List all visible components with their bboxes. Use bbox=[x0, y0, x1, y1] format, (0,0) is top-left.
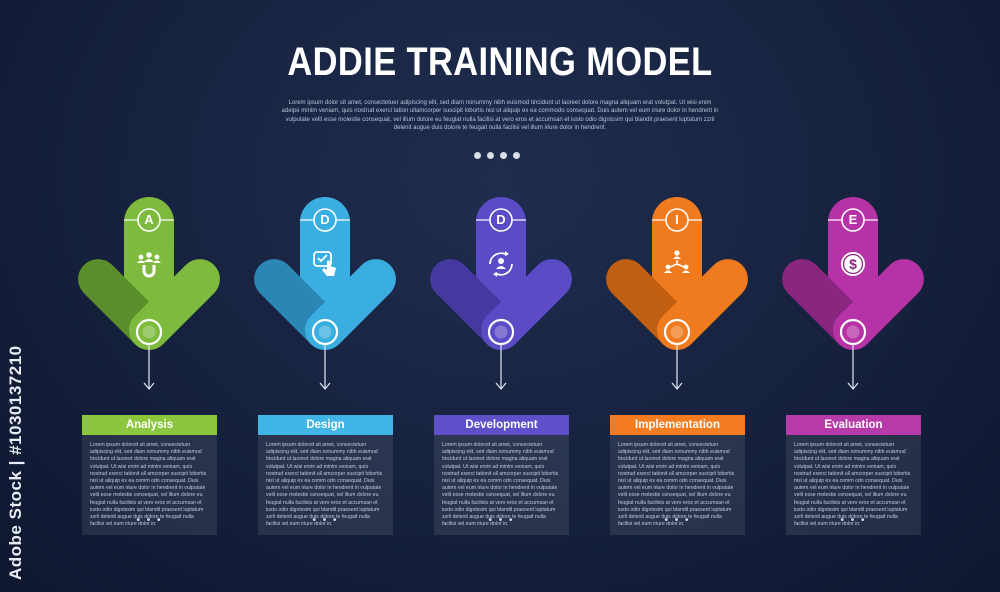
more-ellipsis: • • • bbox=[488, 515, 515, 526]
stage-arrow-graphic bbox=[430, 197, 572, 390]
stage-description-box: Lorem ipsum dolorsit sit amet, consectet… bbox=[786, 435, 921, 535]
stage-development: D Development Lorem ipsum dolorsit sit a… bbox=[414, 0, 589, 592]
stage-description-box: Lorem ipsum dolorsit sit amet, consectet… bbox=[434, 435, 569, 535]
more-ellipsis: • • • bbox=[664, 515, 691, 526]
stage-letter: E bbox=[848, 212, 858, 227]
pager-dot bbox=[474, 152, 481, 159]
stage-letter: D bbox=[496, 212, 506, 227]
stage-arrow-graphic bbox=[78, 197, 220, 390]
pager-dot bbox=[500, 152, 507, 159]
user-cycle-icon bbox=[489, 251, 513, 277]
stage-description: Lorem ipsum dolorsit sit amet, consectet… bbox=[794, 442, 911, 528]
stage-label: Implementation bbox=[610, 415, 745, 435]
stage-label: Analysis bbox=[82, 415, 217, 435]
stage-label: Development bbox=[434, 415, 569, 435]
stage-description-box: Lorem ipsum dolorsit sit amet, consectet… bbox=[610, 435, 745, 535]
stage-letter: D bbox=[320, 212, 330, 227]
stage-letter: I bbox=[675, 212, 679, 227]
dollar-coin-icon: $ bbox=[841, 252, 865, 276]
team-network-icon bbox=[664, 250, 690, 273]
touch-check-icon bbox=[313, 251, 336, 276]
stage-analysis: A Analysis Lorem ipsum dolorsit sit amet… bbox=[62, 0, 237, 592]
stage-description: Lorem ipsum dolorsit sit amet, consectet… bbox=[266, 442, 383, 528]
more-ellipsis: • • • bbox=[136, 515, 163, 526]
more-ellipsis: • • • bbox=[312, 515, 339, 526]
stage-arrow-graphic bbox=[606, 197, 748, 390]
stage-letter: A bbox=[144, 212, 154, 227]
stage-label: Evaluation bbox=[786, 415, 921, 435]
stage-arrow-graphic: $ bbox=[782, 197, 924, 390]
svg-text:$: $ bbox=[849, 256, 857, 272]
pager-dot bbox=[487, 152, 494, 159]
stage-description: Lorem ipsum dolorsit sit amet, consectet… bbox=[618, 442, 735, 528]
stage-description: Lorem ipsum dolorsit sit amet, consectet… bbox=[442, 442, 559, 528]
page-title: ADDIE TRAINING MODEL bbox=[287, 40, 713, 84]
stage-implementation: I Implementation Lorem ipsum dolorsit si… bbox=[590, 0, 765, 592]
team-magnet-icon bbox=[137, 252, 161, 278]
stage-description: Lorem ipsum dolorsit sit amet, consectet… bbox=[90, 442, 207, 528]
stage-evaluation: $ E Evaluation Lorem ipsum dolorsit sit … bbox=[766, 0, 941, 592]
pager-dots bbox=[474, 152, 520, 159]
stage-arrow-graphic bbox=[254, 197, 396, 390]
stage-description-box: Lorem ipsum dolorsit sit amet, consectet… bbox=[82, 435, 217, 535]
stage-description-box: Lorem ipsum dolorsit sit amet, consectet… bbox=[258, 435, 393, 535]
stage-design: D Design Lorem ipsum dolorsit sit amet, … bbox=[238, 0, 413, 592]
more-ellipsis: • • • bbox=[840, 515, 867, 526]
stage-label: Design bbox=[258, 415, 393, 435]
pager-dot bbox=[513, 152, 520, 159]
page-description: Lorem ipsum dolor sit amet, consectetuer… bbox=[281, 100, 719, 132]
